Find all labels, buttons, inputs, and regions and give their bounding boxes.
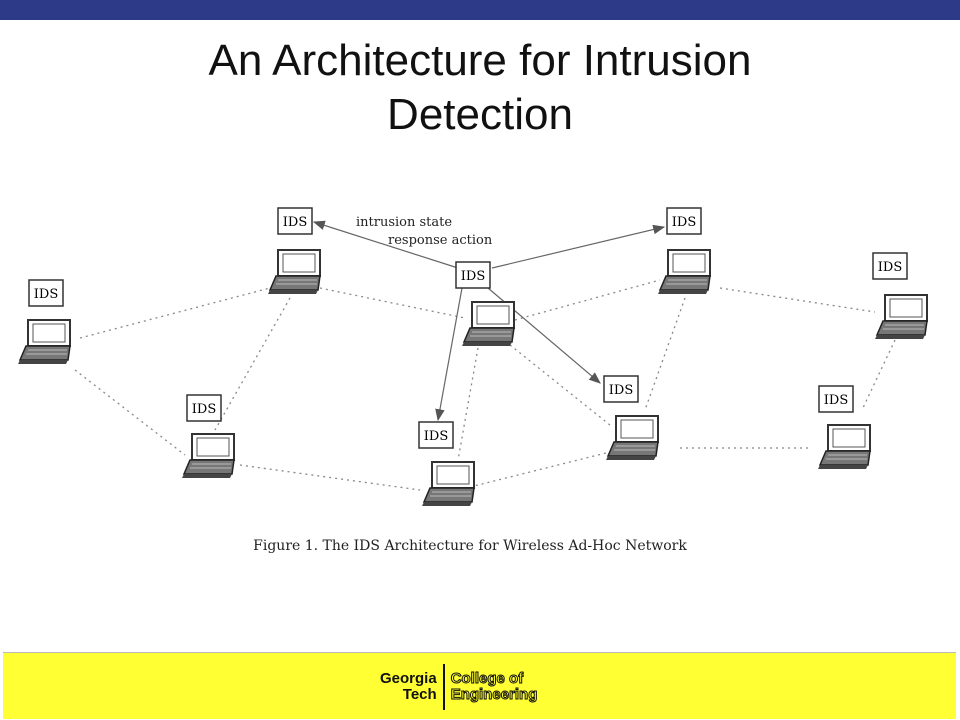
ids-box-bottom-center: IDS: [418, 421, 454, 449]
laptop-icon: [874, 294, 928, 340]
ids-label: IDS: [824, 393, 848, 408]
annotation-intrusion-state: intrusion state: [356, 215, 452, 230]
top-accent-bar: [0, 0, 960, 20]
ids-architecture-diagram: intrusion state response action IDS IDS …: [17, 207, 928, 507]
footer-bar: [3, 652, 956, 719]
link: [514, 279, 661, 321]
laptop-icon: [817, 424, 871, 470]
ids-label: IDS: [424, 429, 448, 444]
laptop-icon: [267, 249, 321, 295]
ids-label: IDS: [461, 269, 485, 284]
figure-caption: Figure 1. The IDS Architecture for Wirel…: [253, 538, 687, 554]
annotation-response-action: response action: [388, 233, 493, 248]
network-links: [74, 279, 896, 491]
ids-box-top-left: IDS: [277, 207, 313, 235]
ids-label: IDS: [672, 215, 696, 230]
arrow-to-top-right-ids: [491, 224, 666, 269]
slide-title: An Architecture for Intrusion Detection: [0, 34, 960, 142]
slide-title-line-1: An Architecture for Intrusion: [208, 36, 752, 85]
link: [457, 347, 479, 461]
arrow-to-top-left-ids: [312, 220, 459, 269]
ids-box-top-right: IDS: [666, 207, 702, 235]
link: [214, 297, 291, 431]
link: [469, 451, 611, 488]
ids-box-bottom-right: IDS: [818, 385, 854, 413]
logo-engineering: Engineering: [450, 686, 538, 703]
link: [79, 287, 271, 339]
ids-box-right: IDS: [603, 375, 639, 403]
georgia-tech-logo: Georgia Tech College of Engineering: [380, 664, 538, 710]
ids-label: IDS: [878, 260, 902, 275]
ids-label: IDS: [192, 402, 216, 417]
logo-word-georgia: Georgia: [380, 670, 437, 687]
link: [509, 344, 611, 426]
link: [319, 287, 466, 319]
ids-box-bottom-left: IDS: [186, 394, 222, 422]
laptop-icon: [461, 301, 515, 347]
link: [239, 464, 421, 491]
ids-box-left: IDS: [28, 279, 64, 307]
laptop-icon: [421, 461, 475, 507]
laptop-icon: [17, 319, 71, 365]
ids-label: IDS: [283, 215, 307, 230]
laptop-icon: [605, 415, 659, 461]
link: [861, 339, 896, 411]
ids-label: IDS: [34, 287, 58, 302]
laptop-icon: [657, 249, 711, 295]
ids-box-far-right: IDS: [872, 252, 908, 280]
arrow-to-bottom-ids: [435, 287, 463, 422]
link: [74, 369, 186, 456]
slide-title-line-2: Detection: [387, 90, 573, 139]
logo-word-tech: Tech: [402, 686, 437, 703]
link: [719, 287, 876, 313]
link: [644, 297, 686, 411]
logo-college-of: College of: [450, 670, 524, 687]
ids-box-center: IDS: [455, 261, 491, 289]
ids-label: IDS: [609, 383, 633, 398]
logo-divider: [442, 664, 445, 710]
laptop-icon: [181, 433, 235, 479]
